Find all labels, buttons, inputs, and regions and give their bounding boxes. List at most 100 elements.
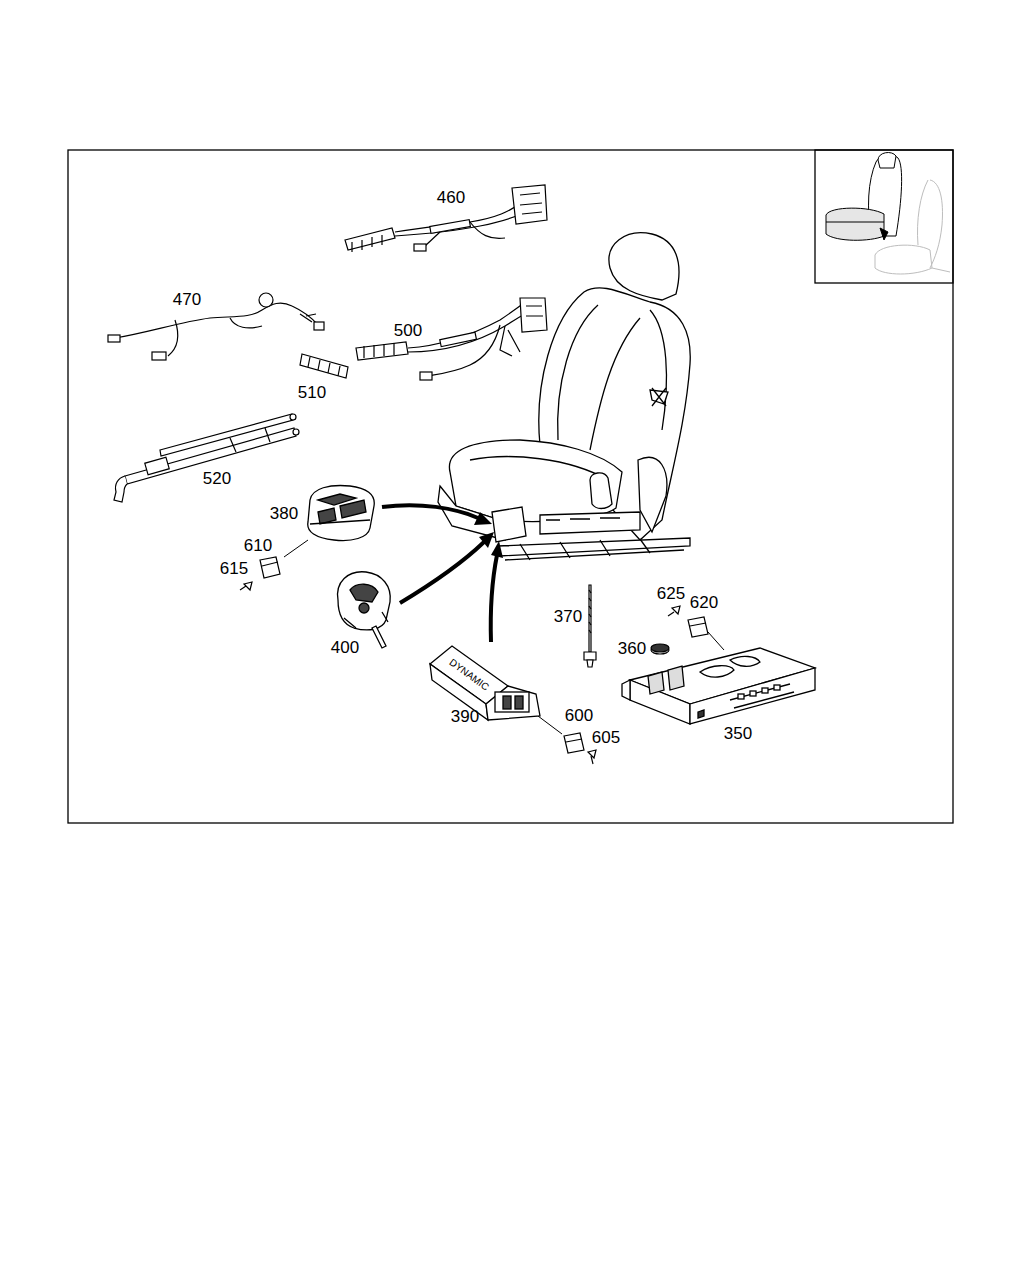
harness-460 — [430, 220, 471, 234]
leader-line — [538, 716, 562, 734]
seat — [590, 473, 612, 509]
module-350 — [730, 684, 794, 708]
callout-number: 615 — [220, 560, 248, 577]
seat — [438, 233, 690, 560]
seat — [590, 318, 640, 450]
switch-400 — [338, 572, 391, 648]
callout-number: 620 — [690, 594, 718, 611]
module-350 — [730, 656, 760, 666]
frame — [68, 150, 953, 823]
leader-line — [284, 540, 308, 557]
bolt-370 — [589, 590, 591, 633]
switch-390 — [495, 692, 529, 712]
callout-number: 500 — [394, 322, 422, 339]
clips — [260, 557, 280, 578]
seat — [546, 518, 620, 520]
callout-number: 470 — [173, 291, 201, 308]
harness-470 — [300, 314, 316, 322]
switch-380 — [310, 520, 370, 524]
harness-460 — [470, 222, 505, 238]
harness-500 — [364, 343, 394, 358]
seat — [558, 305, 667, 440]
module-350 — [622, 680, 630, 700]
switch-380 — [318, 508, 336, 524]
seat — [540, 512, 640, 534]
leader-line — [708, 632, 724, 650]
harness-500 — [408, 310, 532, 352]
seat — [652, 388, 666, 406]
harness-470 — [230, 318, 262, 328]
callout-number: 360 — [618, 640, 646, 657]
harness-500 — [356, 342, 408, 360]
seat — [520, 539, 650, 560]
callout-number: 510 — [298, 384, 326, 401]
inset-ghost-seat — [932, 268, 950, 272]
inset-ghost-seat — [917, 180, 928, 245]
switch-380 — [308, 486, 375, 541]
tube-520 — [290, 414, 296, 420]
module-350 — [648, 672, 664, 694]
module-350 — [622, 648, 815, 724]
module-350 — [700, 666, 734, 677]
harness-470 — [314, 322, 324, 330]
tube-520 — [293, 429, 299, 435]
switch-390 — [430, 646, 540, 720]
switch-400 — [344, 612, 388, 628]
callout-number: 400 — [331, 639, 359, 656]
inset-seat — [878, 153, 896, 168]
clips — [566, 739, 582, 742]
switch-380 — [308, 486, 375, 541]
bolt-370 — [584, 652, 596, 660]
tube-520 — [160, 414, 293, 456]
harness-500 — [520, 298, 547, 332]
washer-360 — [651, 644, 669, 654]
clips — [688, 617, 708, 637]
seat — [609, 233, 679, 300]
module-350 — [698, 710, 704, 718]
harness-500 — [440, 332, 477, 346]
bolt-370 — [587, 660, 593, 667]
inset-seat — [826, 153, 902, 241]
arrowhead — [474, 512, 492, 525]
arrowhead — [491, 541, 503, 558]
harness-500 — [420, 372, 432, 380]
clips — [591, 756, 593, 764]
frame — [68, 150, 953, 823]
module-350 — [668, 666, 684, 690]
switch-390 — [503, 696, 511, 709]
arrow — [382, 505, 478, 518]
harness-500 — [356, 298, 547, 380]
callout-number: 610 — [244, 537, 272, 554]
switch-400 — [372, 626, 386, 648]
module-350 — [738, 694, 744, 699]
harness-470 — [168, 320, 178, 356]
switch-400 — [350, 584, 378, 602]
seat — [492, 507, 526, 542]
callout-number: 605 — [592, 729, 620, 746]
washer-360 — [651, 644, 669, 652]
harness-470 — [108, 335, 120, 342]
tube-520 — [145, 457, 169, 475]
seat — [449, 440, 622, 522]
clips — [690, 623, 706, 626]
harness-470 — [108, 293, 324, 360]
switch-380 — [340, 500, 366, 518]
connector-510 — [300, 354, 348, 378]
callout-number: 370 — [554, 608, 582, 625]
harness-470 — [115, 303, 318, 338]
arrow — [400, 542, 484, 603]
connector-510 — [308, 357, 340, 376]
clips — [564, 733, 584, 753]
inset-seat — [826, 208, 884, 240]
clips — [262, 562, 278, 566]
harness-500 — [526, 306, 543, 316]
callout-number: 460 — [437, 189, 465, 206]
module-350 — [762, 688, 768, 693]
inset-seat — [826, 222, 884, 223]
harness-500 — [428, 325, 500, 376]
harness-460 — [512, 185, 547, 224]
seat — [505, 550, 684, 560]
switch-390 — [486, 686, 540, 720]
